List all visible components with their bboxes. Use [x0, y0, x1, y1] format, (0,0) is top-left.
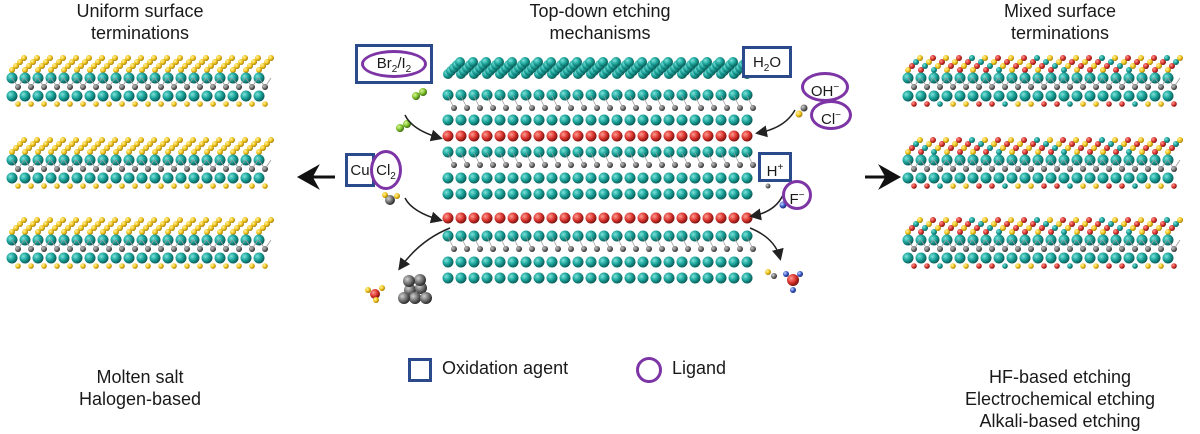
oxidation-box-h2o: H2O [742, 46, 792, 78]
oxidation-box-hplus: H+ [758, 152, 792, 182]
arrow-cucl-in [404, 197, 443, 224]
right-title-line1: Mixed surface [1003, 1, 1117, 21]
center-etching-stack [442, 57, 764, 284]
cl2-sub: 2 [390, 171, 396, 182]
legend-square-icon [408, 358, 432, 382]
oh-text: OH [810, 83, 834, 100]
right-title-line2: terminations [1010, 23, 1110, 43]
center-title: Top-down etching mechanisms [470, 0, 730, 44]
br-text: Br [376, 55, 392, 72]
arrow-left-out [398, 227, 451, 271]
left-caption-line2: Halogen-based [78, 389, 202, 409]
left-direction-arrow [296, 164, 335, 190]
oxidation-box-br: Br2/I2 [355, 44, 433, 84]
h2o-h: H [752, 54, 764, 71]
center-title-line1: Top-down etching [529, 1, 671, 21]
i-text: /I [397, 55, 406, 72]
center-title-line2: mechanisms [549, 23, 651, 43]
cl-sup: − [835, 110, 841, 121]
right-caption: HF-based etching Electrochemical etching… [930, 366, 1190, 432]
left-uniform-stack [6, 55, 274, 269]
left-title-line2: terminations [90, 23, 190, 43]
left-caption: Molten salt Halogen-based [20, 366, 260, 410]
cl-text: Cl [820, 111, 836, 128]
ligand-ring-br: Br2/I2 [361, 50, 427, 78]
legend-ligand-label: Ligand [672, 358, 727, 378]
f-text: F [789, 191, 799, 208]
h2o-sub: 2 [763, 63, 770, 74]
hplus-text: H [766, 163, 778, 180]
left-title-line1: Uniform surface [76, 1, 204, 21]
arrow-br-in [404, 114, 443, 142]
right-caption-line2: Electrochemical etching [964, 389, 1156, 409]
right-title: Mixed surface terminations [940, 0, 1180, 44]
right-caption-line3: Alkali-based etching [979, 411, 1141, 431]
legend: Oxidation agent Ligand [408, 355, 768, 385]
left-caption-line1: Molten salt [96, 367, 184, 387]
br-sub: 2 [391, 64, 398, 75]
right-direction-arrow [865, 164, 902, 190]
cu-text: Cu [350, 162, 370, 179]
ligand-ring-f: F− [782, 180, 812, 210]
cl2-text: Cl [376, 162, 391, 179]
hplus-sup: + [777, 162, 784, 173]
right-caption-line1: HF-based etching [988, 367, 1132, 387]
left-title: Uniform surface terminations [20, 0, 260, 44]
ligand-ring-cl2: Cl2 [370, 150, 402, 190]
i-sub: 2 [405, 64, 412, 75]
legend-circle-icon [636, 357, 662, 383]
oh-sup: − [833, 82, 840, 93]
arrow-right-out [749, 227, 784, 261]
f-sup: − [798, 190, 805, 201]
h2o-o: O [769, 54, 782, 71]
ligand-ring-oh: OH− [801, 72, 849, 102]
right-mixed-stack [902, 55, 1183, 269]
arrow-oh-in [755, 109, 796, 138]
ligand-ring-cl: Cl− [810, 100, 852, 130]
arrow-f-in [749, 194, 784, 221]
legend-oxidation-label: Oxidation agent [442, 358, 569, 378]
